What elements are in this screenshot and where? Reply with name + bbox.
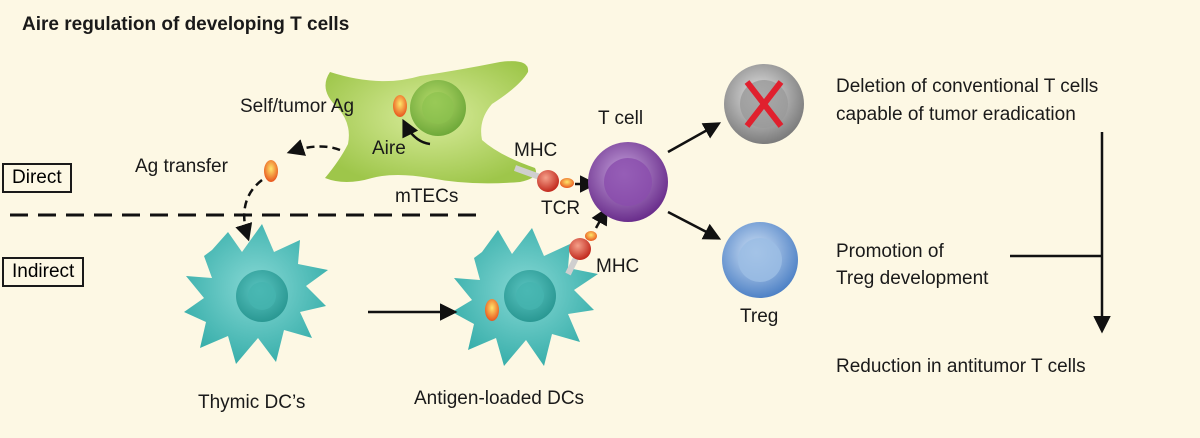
ag-transfer-arrow bbox=[286, 139, 341, 156]
deleted-t-cell bbox=[724, 64, 804, 144]
self-tumor-antigen bbox=[393, 95, 407, 117]
aire-arrow bbox=[402, 118, 431, 146]
diagram-title: Aire regulation of developing T cells bbox=[22, 14, 350, 35]
dc-loaded-antigen bbox=[485, 299, 499, 321]
mtec-cell bbox=[325, 61, 536, 184]
treg-label: Treg bbox=[740, 306, 779, 327]
mhc-bottom-label: MHC bbox=[596, 256, 640, 277]
promotion-text-line1: Promotion of bbox=[836, 241, 944, 262]
antigen-loaded-dcs-label: Antigen-loaded DCs bbox=[414, 388, 585, 409]
indirect-label: Indirect bbox=[12, 261, 75, 282]
deletion-text-line1: Deletion of conventional T cells bbox=[836, 76, 1099, 97]
thymic-dcs-label: Thymic DC’s bbox=[198, 392, 306, 413]
t-cell-nucleus bbox=[604, 158, 652, 206]
aire-label: Aire bbox=[372, 138, 406, 159]
peptide-bottom bbox=[585, 231, 597, 241]
promotion-text-line2: Treg development bbox=[836, 268, 989, 289]
reduction-text: Reduction in antitumor T cells bbox=[836, 356, 1086, 377]
mhc-molecule-bottom bbox=[569, 238, 591, 260]
arrow-to-deletion bbox=[667, 122, 722, 154]
transferred-antigen bbox=[264, 160, 278, 182]
tcr-label: TCR bbox=[541, 198, 581, 219]
mhc-molecule-top bbox=[537, 170, 559, 192]
indirect-label-box: Indirect bbox=[2, 257, 85, 287]
peptide-top bbox=[560, 178, 574, 188]
direct-label-box: Direct bbox=[2, 163, 72, 193]
treg-cell bbox=[722, 222, 798, 298]
mtecs-label: mTECs bbox=[395, 186, 459, 207]
arrow-to-treg bbox=[667, 210, 722, 240]
mhc-top-label: MHC bbox=[514, 140, 558, 161]
self-tumor-ag-label: Self/tumor Ag bbox=[240, 96, 355, 117]
treg-nucleus bbox=[738, 238, 782, 282]
t-cell-label: T cell bbox=[598, 108, 644, 129]
t-cell bbox=[588, 142, 668, 222]
ag-transfer-label: Ag transfer bbox=[135, 156, 228, 177]
mhc-tcr-complex-top bbox=[513, 165, 598, 193]
antigen-loaded-dc-cell bbox=[452, 228, 598, 366]
deletion-text-line2: capable of tumor eradication bbox=[836, 104, 1076, 125]
thymic-dc-cell bbox=[184, 224, 328, 364]
ag-to-dc-arrow bbox=[235, 179, 263, 242]
direct-label: Direct bbox=[12, 167, 62, 188]
